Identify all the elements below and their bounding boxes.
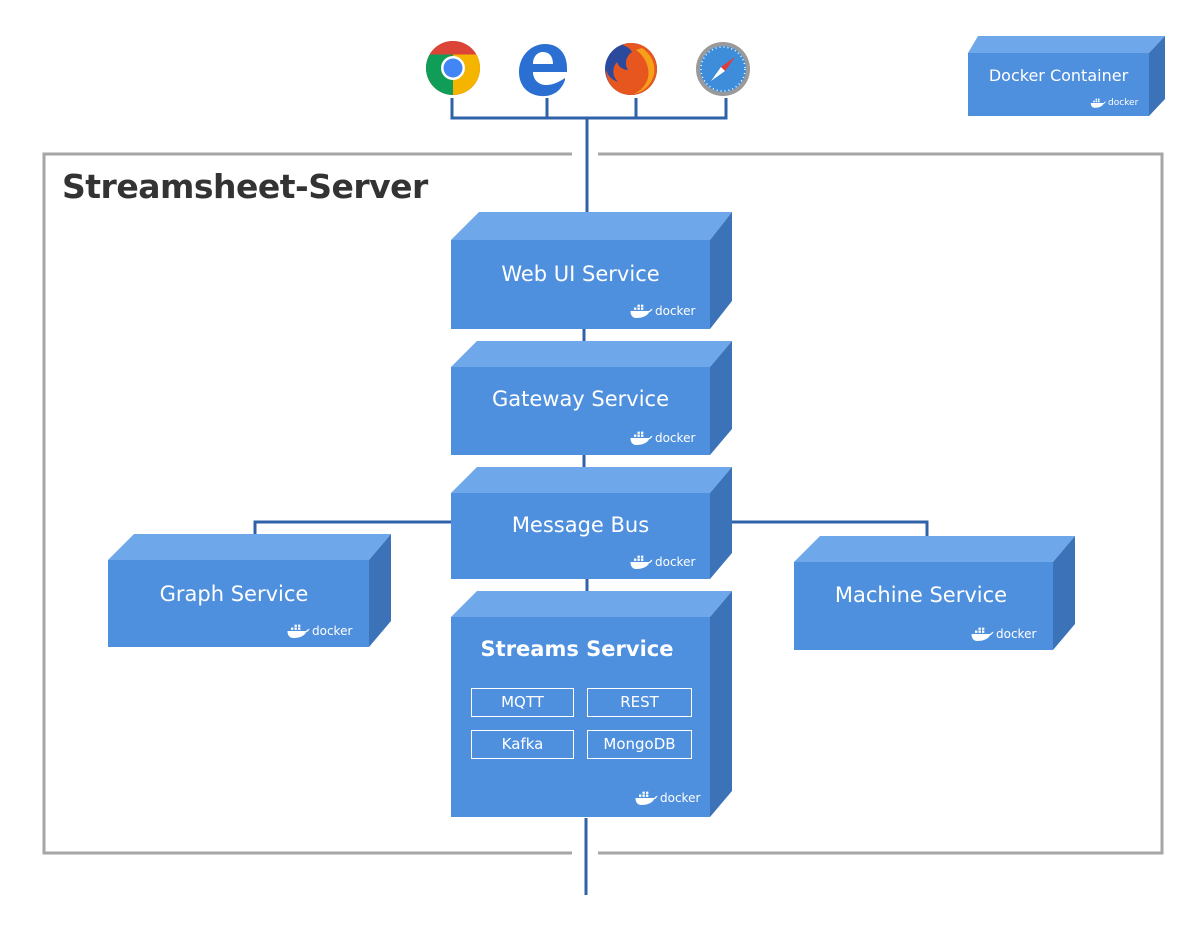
- protocol-kafka: Kafka: [471, 730, 574, 759]
- docker-logo-text: docker: [655, 431, 696, 445]
- docker-whale-icon: [635, 791, 658, 805]
- firefox-icon: [602, 40, 660, 103]
- docker-logo-text: docker: [660, 791, 701, 805]
- legend-label: Docker Container: [988, 66, 1129, 85]
- server-frame: [42, 152, 1164, 855]
- legend-docker-container: Docker Container docker: [968, 36, 1165, 116]
- web-ui-service: Web UI Service docker: [451, 212, 732, 329]
- safari-icon: [694, 40, 752, 103]
- chrome-icon: [425, 40, 481, 101]
- docker-whale-icon: [971, 627, 994, 641]
- graph-service-label: Graph Service: [159, 582, 309, 606]
- protocol-mongodb: MongoDB: [587, 730, 692, 759]
- docker-logo-text: docker: [1108, 98, 1139, 108]
- docker-logo: docker: [634, 791, 700, 805]
- web-ui-service-label: Web UI Service: [501, 262, 660, 286]
- docker-logo: docker: [970, 627, 1036, 641]
- gateway-service-label: Gateway Service: [491, 387, 670, 411]
- docker-logo: docker: [1090, 98, 1138, 108]
- docker-logo: docker: [629, 555, 695, 569]
- message-bus: Message Bus docker: [451, 467, 732, 579]
- docker-whale-icon: [630, 555, 653, 569]
- machine-service: Machine Service docker: [794, 536, 1075, 650]
- server-title: Streamsheet-Server: [62, 167, 428, 206]
- docker-logo-text: docker: [312, 624, 353, 638]
- streams-service-label: Streams Service: [480, 637, 674, 661]
- protocol-mqtt: MQTT: [471, 688, 574, 717]
- docker-logo: docker: [629, 431, 695, 445]
- browser-connector: [450, 98, 728, 212]
- docker-logo: docker: [629, 304, 695, 318]
- docker-logo-text: docker: [655, 304, 696, 318]
- docker-logo-text: docker: [655, 555, 696, 569]
- message-bus-label: Message Bus: [511, 513, 650, 537]
- docker-whale-icon: [1090, 98, 1106, 108]
- streams-service: Streams Service MQTT REST Kafka MongoDB …: [451, 591, 732, 817]
- graph-service: Graph Service docker: [108, 534, 391, 647]
- gateway-service: Gateway Service docker: [451, 341, 732, 455]
- docker-logo-text: docker: [996, 627, 1037, 641]
- machine-service-label: Machine Service: [834, 583, 1008, 607]
- docker-whale-icon: [630, 304, 653, 318]
- docker-logo: docker: [286, 624, 352, 638]
- protocol-rest: REST: [587, 688, 692, 717]
- docker-whale-icon: [630, 431, 653, 445]
- edge-icon: [515, 40, 571, 103]
- docker-whale-icon: [287, 624, 310, 638]
